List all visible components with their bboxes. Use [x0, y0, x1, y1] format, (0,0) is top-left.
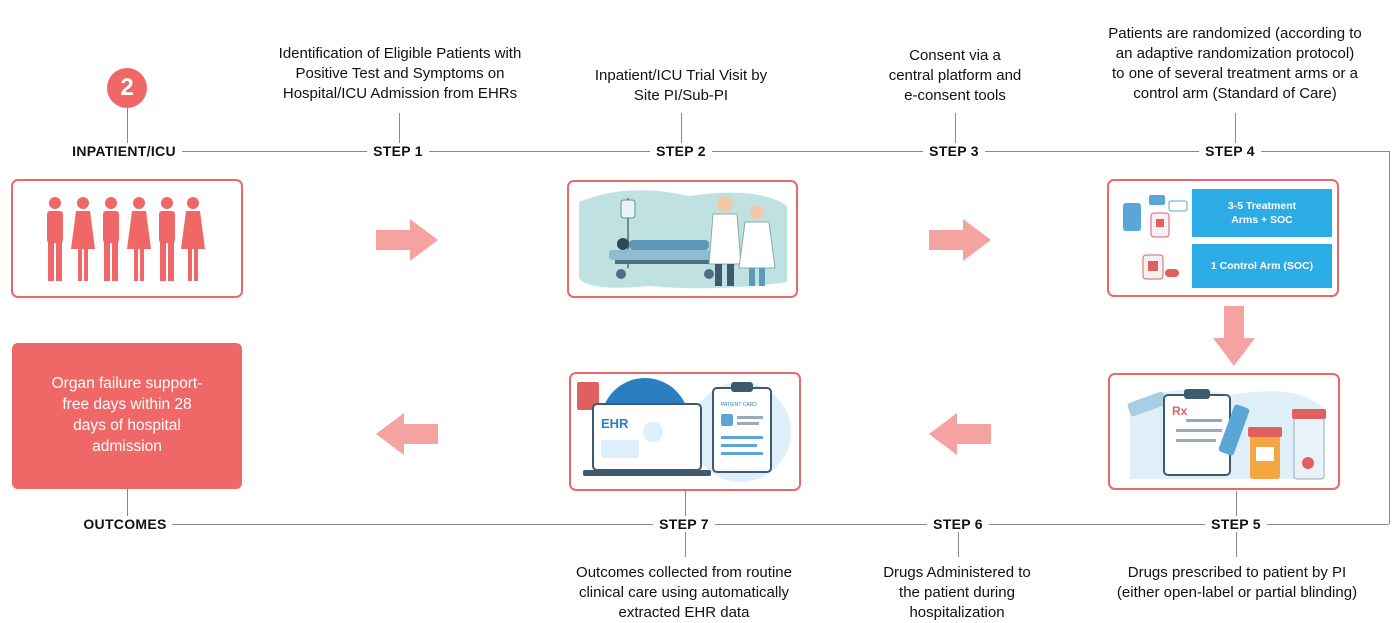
- ehr-illustration: EHR PATIENT CARD: [577, 378, 791, 482]
- step2-tick: [681, 113, 682, 151]
- rx-symbol: Rx: [1172, 404, 1188, 418]
- top-timeline: [128, 151, 1389, 152]
- step5-description: Drugs prescribed to patient by PI (eithe…: [1116, 564, 1358, 601]
- hospital-visit-card: [567, 180, 798, 298]
- ehr-card: EHR PATIENT CARD: [569, 372, 801, 491]
- step3-description: Consent via a central platform and e-con…: [888, 47, 1022, 104]
- step3-label: STEP 3: [923, 143, 985, 159]
- step4-description: Patients are randomized (according to an…: [1108, 25, 1362, 102]
- randomization-card: 3-5 Treatment Arms + SOC 1 Control Arm (…: [1107, 179, 1339, 297]
- arrow-right-2: [929, 219, 991, 261]
- stage-number-badge: 2: [107, 68, 147, 108]
- step7-description: Outcomes collected from routine clinical…: [576, 564, 792, 621]
- medicine-icons: [1123, 195, 1188, 280]
- bottom-timeline: [128, 524, 1389, 525]
- outcome-measure-box: Organ failure support- free days within …: [12, 343, 242, 489]
- step7-label: STEP 7: [653, 516, 715, 532]
- step2-description: Inpatient/ICU Trial Visit by Site PI/Sub…: [594, 67, 768, 104]
- hospital-visit-illustration: [579, 190, 787, 289]
- prescription-card: Rx: [1108, 373, 1340, 490]
- patients-card: [11, 179, 243, 298]
- outcomes-label: OUTCOMES: [77, 516, 173, 532]
- prescription-illustration: Rx: [1127, 389, 1326, 480]
- arrow-left-2: [376, 413, 438, 455]
- step6-label: STEP 6: [927, 516, 989, 532]
- badge-connector: [127, 108, 128, 151]
- step1-label: STEP 1: [367, 143, 429, 159]
- step1-description: Identification of Eligible Patients with…: [278, 45, 522, 102]
- arrow-down: [1213, 306, 1255, 366]
- step4-label: STEP 4: [1199, 143, 1261, 159]
- patient-card-text: PATIENT CARD: [721, 402, 757, 408]
- patients-group-icon: [47, 197, 205, 281]
- ehr-screen-text: EHR: [601, 416, 629, 431]
- step6-tick: [958, 524, 959, 557]
- control-arm-box: 1 Control Arm (SOC): [1192, 244, 1332, 288]
- right-connector: [1389, 151, 1390, 524]
- step1-tick: [399, 113, 400, 151]
- step4-tick: [1235, 113, 1236, 151]
- step2-label: STEP 2: [650, 143, 712, 159]
- outcomes-tick: [127, 489, 128, 524]
- step5-label: STEP 5: [1205, 516, 1267, 532]
- treatment-arms-box: 3-5 Treatment Arms + SOC: [1192, 189, 1332, 237]
- step3-tick: [955, 113, 956, 151]
- arrow-right-1: [376, 219, 438, 261]
- step6-description: Drugs Administered to the patient during…: [883, 564, 1031, 621]
- inpatient-label: INPATIENT/ICU: [66, 143, 182, 159]
- arrow-left-1: [929, 413, 991, 455]
